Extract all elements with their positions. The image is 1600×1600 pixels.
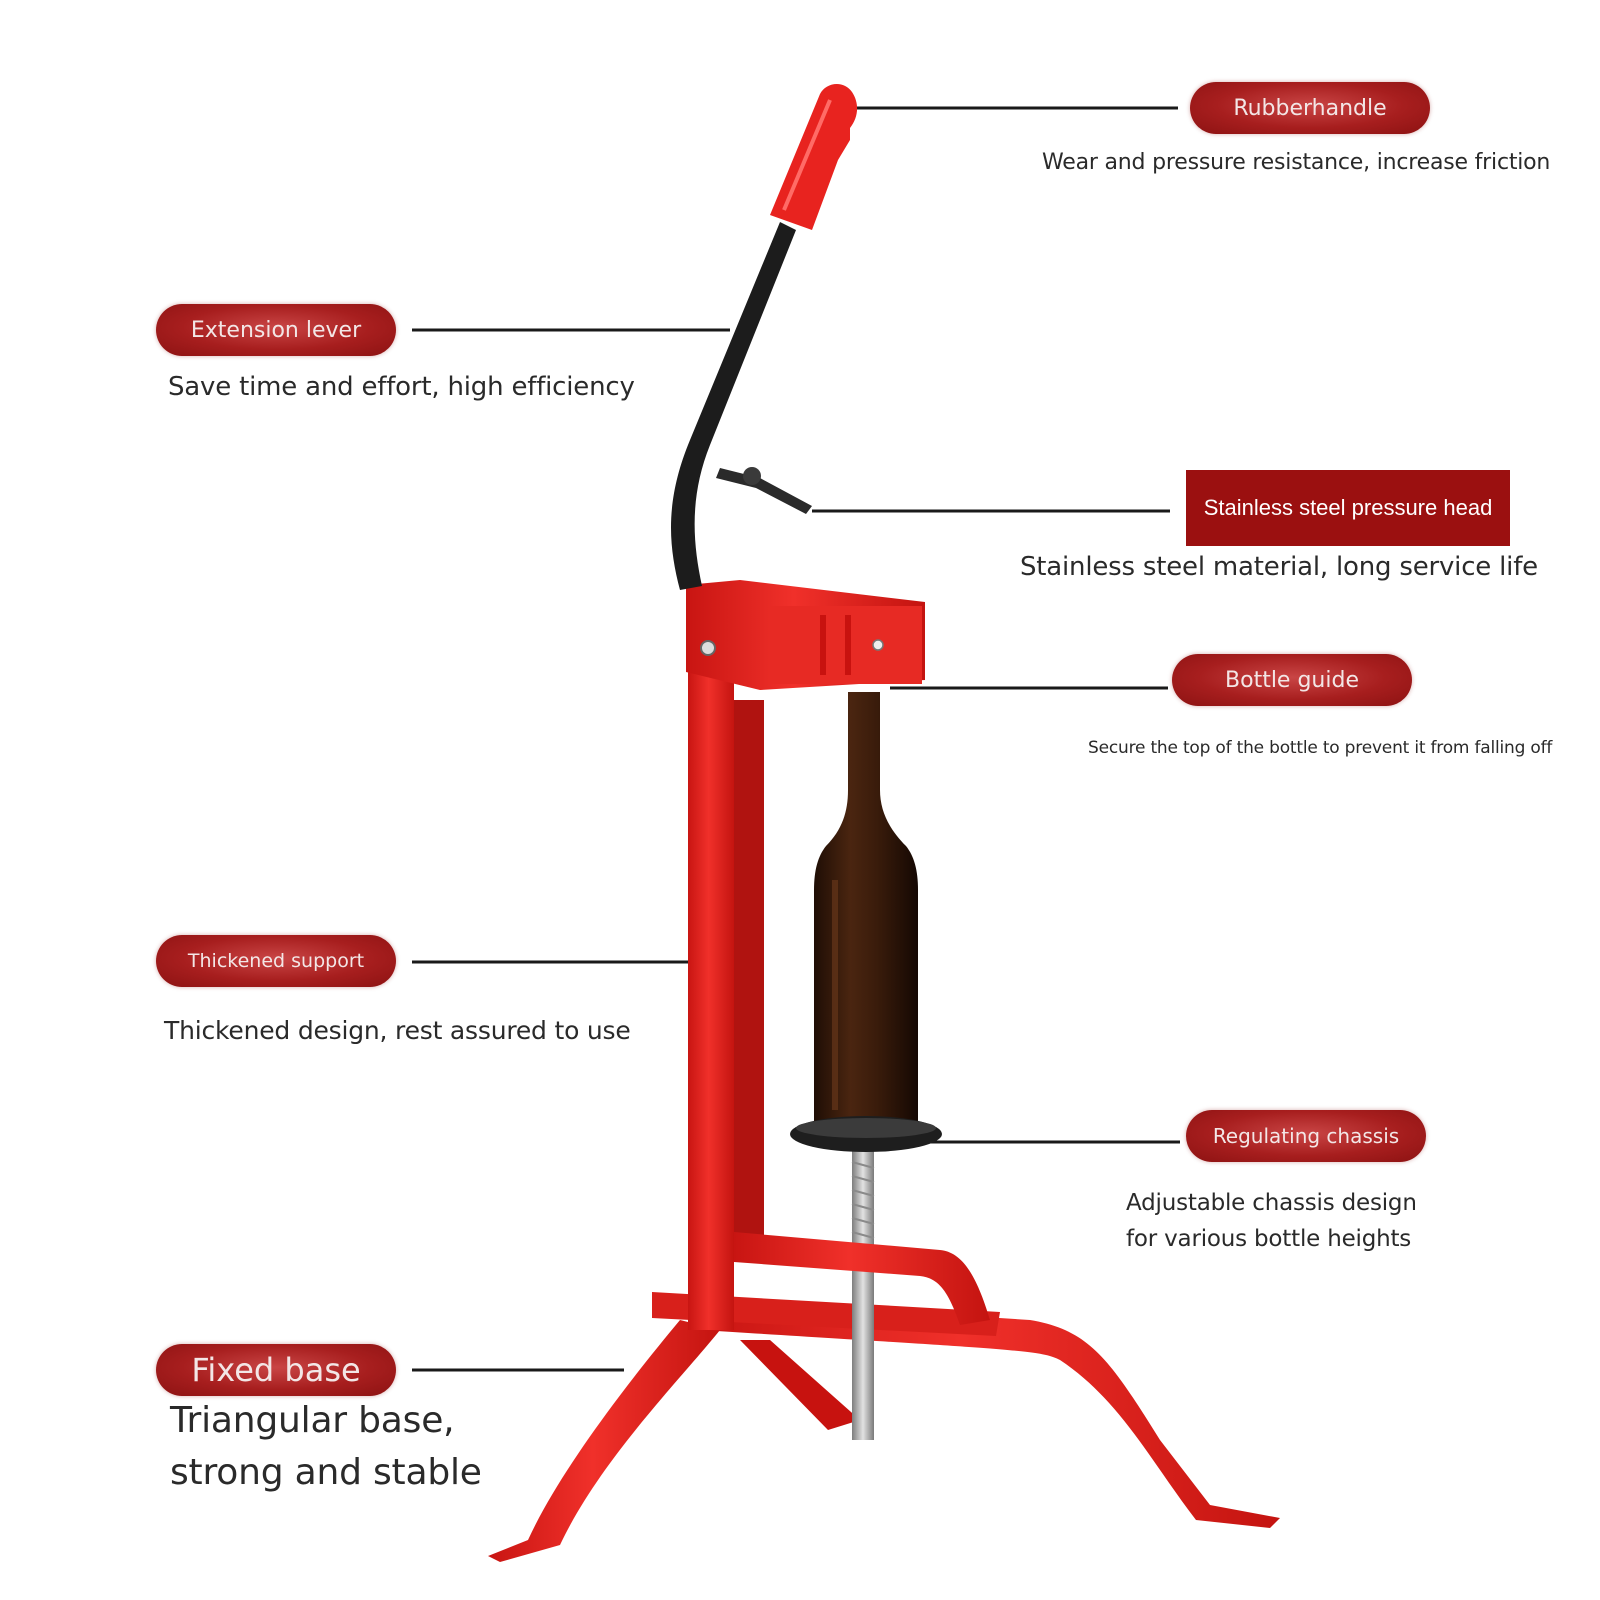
bottle-guide-description: Secure the top of the bottle to prevent … — [1088, 738, 1553, 758]
rubber-handle-description: Wear and pressure resistance, increase f… — [1042, 150, 1551, 175]
left-leg — [488, 1320, 720, 1562]
pressure-head-description: Stainless steel material, long service l… — [1020, 552, 1538, 582]
column-inner — [734, 700, 764, 1240]
chassis-arm — [734, 1232, 990, 1325]
extension-lever-label: Extension lever — [156, 304, 396, 356]
rear-leg — [740, 1340, 860, 1430]
extension-lever-bar — [670, 222, 796, 590]
fixed-base-description-line2: strong and stable — [170, 1452, 482, 1493]
bottle-guide-label: Bottle guide — [1172, 654, 1412, 706]
pressure-head-label: Stainless steel pressure head — [1186, 470, 1510, 546]
rubber-handle-label: Rubberhandle — [1190, 82, 1430, 134]
wine-bottle — [814, 692, 918, 1128]
main-column — [688, 595, 734, 1330]
fixed-base-description-line1: Triangular base, — [170, 1400, 455, 1441]
leader-lines — [412, 106, 1180, 1372]
base-crossbar — [652, 1292, 1000, 1336]
pressure-link — [716, 468, 812, 514]
thickened-support-description: Thickened design, rest assured to use — [164, 1016, 631, 1045]
extension-lever-description: Save time and effort, high efficiency — [168, 372, 635, 402]
thickened-support-label: Thickened support — [156, 935, 396, 987]
bottle-highlight — [832, 880, 838, 1110]
regulating-chassis-description-line1: Adjustable chassis design — [1126, 1190, 1417, 1216]
regulating-chassis-label: Regulating chassis — [1186, 1110, 1426, 1162]
regulating-chassis-description-line2: for various bottle heights — [1126, 1226, 1412, 1252]
fixed-base-label: Fixed base — [156, 1344, 396, 1396]
